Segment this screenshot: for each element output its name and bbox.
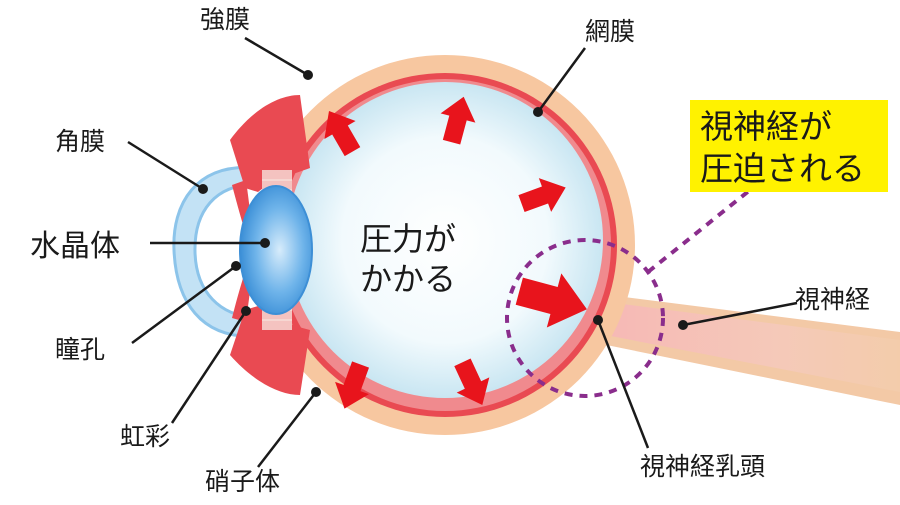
dot-pupil (231, 261, 241, 271)
label-vitreous: 硝子体 (205, 467, 280, 496)
arrow (454, 358, 490, 405)
label-retina: 網膜 (585, 17, 635, 46)
label-lens: 水晶体 (30, 229, 120, 264)
leader-lines (127, 36, 798, 468)
center-text-line-2: かかる (360, 260, 456, 298)
dot-lens (260, 238, 270, 248)
leader-sclera (244, 36, 309, 77)
label-sclera: 強膜 (200, 5, 250, 34)
callout-box (690, 100, 888, 192)
callout-dashed-line (646, 188, 752, 274)
leader-cornea (127, 140, 204, 191)
label-optic-disc: 視神経乳頭 (640, 452, 765, 481)
arrow (440, 96, 476, 145)
optic-nerve-core (590, 300, 900, 392)
leader-retina (536, 47, 587, 113)
leader-dots (198, 70, 688, 397)
leader-pupil (131, 264, 237, 345)
leader-iris (170, 310, 248, 424)
center-text-line-1: 圧力が (360, 220, 456, 258)
dot-iris (241, 306, 251, 316)
leader-optic-nerve (682, 301, 798, 327)
callout-line-2: 圧迫される (700, 149, 865, 188)
label-pupil: 瞳孔 (55, 335, 105, 364)
label-optic-nerve: 視神経 (795, 285, 870, 314)
leader-vitreous (257, 391, 317, 468)
arrow (518, 178, 566, 213)
dot-optic-disc (593, 315, 603, 325)
dot-cornea (198, 184, 208, 194)
label-iris: 虹彩 (120, 422, 170, 451)
dot-sclera (303, 70, 313, 80)
callout-line-1: 視神経が (700, 107, 832, 146)
lens (239, 185, 313, 315)
arrow (324, 110, 361, 157)
dot-vitreous (311, 387, 321, 397)
label-cornea: 角膜 (55, 127, 105, 156)
pressure-arrows (324, 96, 587, 409)
leader-optic-disc (596, 319, 650, 449)
arrow-large (515, 273, 587, 328)
iris (230, 95, 310, 192)
dot-retina (533, 107, 543, 117)
vitreous (287, 82, 603, 398)
dot-optic-nerve (678, 320, 688, 330)
arrow (335, 361, 370, 409)
dashed-highlight-circle (505, 238, 665, 398)
